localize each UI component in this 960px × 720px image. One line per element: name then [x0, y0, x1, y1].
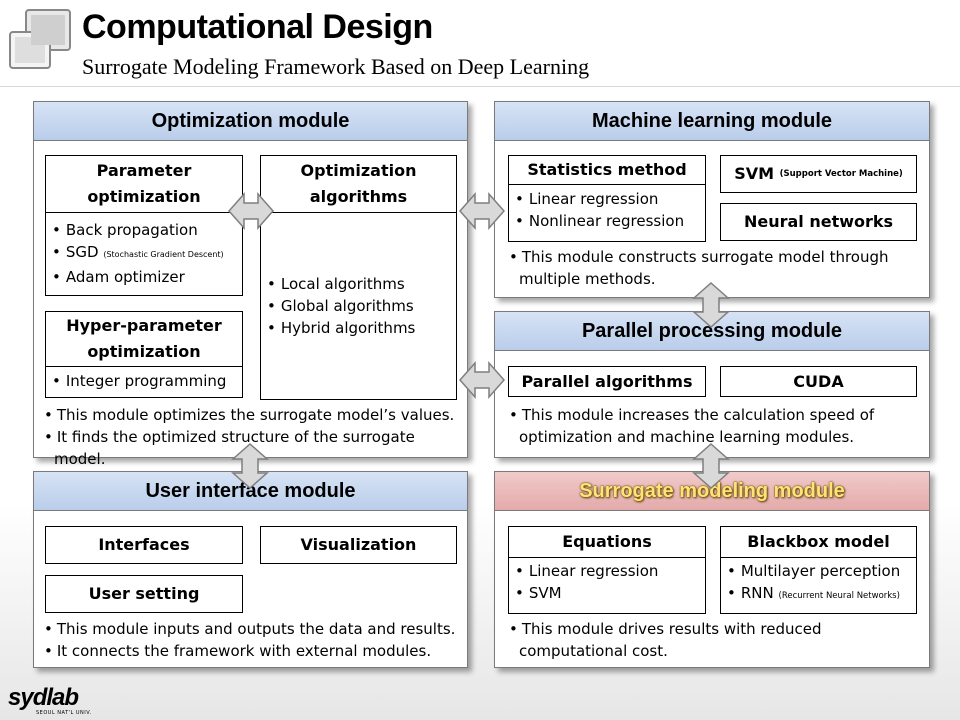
machine-learning-module-header: Machine learning module [495, 102, 929, 141]
optimization-algorithms-list: Local algorithms Global algorithms Hybri… [261, 213, 456, 339]
svm-title: SVM (Support Vector Machine) [721, 156, 916, 192]
list-item-label: Adam optimizer [65, 268, 185, 286]
optimization-algorithms-title-line2: algorithms [309, 187, 408, 206]
sydlab-logo: sydlab SEOUL NAT'L UNIV. [8, 684, 92, 717]
equations-list: Linear regression SVM [509, 558, 705, 604]
list-item-label: SGD [65, 243, 99, 261]
page-subtitle: Surrogate Modeling Framework Based on De… [82, 54, 590, 79]
parameter-optimization-list: Back propagation SGD (Stochastic Gradien… [46, 213, 242, 288]
statistics-method-box: Statistics method Linear regression Nonl… [508, 155, 706, 242]
note-item: It connects the framework with external … [40, 640, 464, 662]
interfaces-box: Interfaces [45, 526, 243, 564]
list-item: Back propagation [52, 219, 238, 241]
note-line: This module drives results with reduced [521, 620, 822, 638]
list-item: Integer programming [52, 370, 238, 392]
list-item: SVM [515, 582, 701, 604]
parameter-optimization-title-line2: optimization [87, 187, 201, 206]
parallel-processing-module-panel: Parallel processing module Parallel algo… [494, 311, 930, 458]
user-interface-module-notes: This module inputs and outputs the data … [40, 618, 464, 662]
parallel-processing-module-header: Parallel processing module [495, 312, 929, 351]
neural-networks-title: Neural networks [743, 212, 894, 231]
list-item: Global algorithms [267, 295, 452, 317]
list-item: RNN (Recurrent Neural Networks) [727, 582, 912, 607]
double-arrow-horizontal-icon [459, 361, 505, 399]
user-interface-module-panel: User interface module Interfaces Visuali… [33, 471, 468, 668]
parallel-processing-module-notes: This module increases the calculation sp… [505, 404, 925, 448]
optimization-algorithms-box: Optimization algorithms Local algorithms… [260, 155, 457, 400]
blackbox-model-box: Blackbox model Multilayer perception RNN… [720, 526, 917, 614]
sydlab-brand-sub: SEOUL NAT'L UNIV. [36, 710, 92, 716]
machine-learning-module-panel: Machine learning module Statistics metho… [494, 101, 930, 298]
note-line: multiple methods. [519, 270, 656, 288]
double-arrow-vertical-icon [692, 282, 730, 328]
list-item: Linear regression [515, 560, 701, 582]
note-item: This module increases the calculation sp… [505, 404, 925, 448]
neural-networks-box: Neural networks [720, 203, 917, 241]
list-item-label: Back propagation [65, 221, 198, 239]
hyper-parameter-optimization-list: Integer programming [46, 367, 242, 392]
page-title: Computational Design [82, 8, 433, 46]
optimization-module-header: Optimization module [34, 102, 467, 141]
note-item: This module drives results with reduced c… [505, 618, 925, 662]
optimization-algorithms-title: Optimization algorithms [261, 156, 456, 213]
list-item: Nonlinear regression [515, 210, 701, 232]
optimization-module-panel: Optimization module Parameter optimizati… [33, 101, 468, 468]
list-item: SGD (Stochastic Gradient Descent) [52, 241, 238, 266]
user-setting-title: User setting [88, 584, 200, 603]
surrogate-modeling-module-panel: Surrogate modeling module Equations Line… [494, 471, 930, 668]
interfaces-title: Interfaces [98, 535, 190, 554]
note-line: optimization and machine learning module… [519, 428, 855, 446]
list-item-note: (Stochastic Gradient Descent) [103, 250, 224, 259]
equations-title: Equations [509, 527, 705, 558]
parallel-algorithms-box: Parallel algorithms [508, 366, 706, 397]
note-line: This module constructs surrogate model t… [521, 248, 889, 266]
parallel-algorithms-title: Parallel algorithms [521, 371, 693, 391]
svm-title-note: (Support Vector Machine) [779, 169, 903, 179]
logo-icon [9, 9, 71, 69]
note-item: It finds the optimized structure of the … [40, 426, 464, 470]
machine-learning-module-notes: This module constructs surrogate model t… [505, 246, 925, 290]
list-item: Local algorithms [267, 273, 452, 295]
double-arrow-vertical-icon [692, 443, 730, 489]
double-arrow-horizontal-icon [228, 192, 274, 230]
visualization-title: Visualization [300, 535, 417, 554]
svm-box: SVM (Support Vector Machine) [720, 155, 917, 193]
optimization-module-notes: This module optimizes the surrogate mode… [40, 404, 464, 470]
surrogate-modeling-module-title: Surrogate modeling module [579, 479, 845, 502]
list-item: Linear regression [515, 188, 701, 210]
blackbox-model-title: Blackbox model [721, 527, 916, 558]
optimization-algorithms-title-line1: Optimization [300, 161, 417, 180]
hyper-parameter-optimization-title-line1: Hyper-parameter [66, 316, 222, 335]
cuda-title: CUDA [793, 371, 844, 391]
hyper-parameter-optimization-title: Hyper-parameter optimization [46, 312, 242, 367]
note-line: computational cost. [519, 642, 668, 660]
double-arrow-vertical-icon [231, 443, 269, 489]
statistics-method-list: Linear regression Nonlinear regression [509, 185, 705, 232]
sydlab-brand: sydlab [8, 684, 79, 711]
equations-box: Equations Linear regression SVM [508, 526, 706, 614]
parameter-optimization-box: Parameter optimization Back propagation … [45, 155, 243, 296]
parameter-optimization-title-line1: Parameter [96, 161, 192, 180]
surrogate-modeling-module-notes: This module drives results with reduced c… [505, 618, 925, 662]
double-arrow-horizontal-icon [459, 192, 505, 230]
statistics-method-title: Statistics method [509, 156, 705, 185]
list-item: Adam optimizer [52, 266, 238, 288]
note-item: This module constructs surrogate model t… [505, 246, 925, 290]
note-line: This module increases the calculation sp… [521, 406, 875, 424]
note-item: This module inputs and outputs the data … [40, 618, 464, 640]
list-item: Multilayer perception [727, 560, 912, 582]
title-divider [0, 86, 960, 87]
list-item-label: RNN [740, 584, 774, 602]
note-item: This module optimizes the surrogate mode… [40, 404, 464, 426]
hyper-parameter-optimization-title-line2: optimization [87, 342, 201, 361]
cuda-box: CUDA [720, 366, 917, 397]
hyper-parameter-optimization-box: Hyper-parameter optimization Integer pro… [45, 311, 243, 398]
list-item-note: (Recurrent Neural Networks) [778, 591, 900, 601]
blackbox-model-list: Multilayer perception RNN (Recurrent Neu… [721, 558, 916, 607]
user-setting-box: User setting [45, 575, 243, 613]
svm-title-label: SVM [734, 164, 775, 183]
visualization-box: Visualization [260, 526, 457, 564]
parameter-optimization-title: Parameter optimization [46, 156, 242, 213]
list-item: Hybrid algorithms [267, 317, 452, 339]
